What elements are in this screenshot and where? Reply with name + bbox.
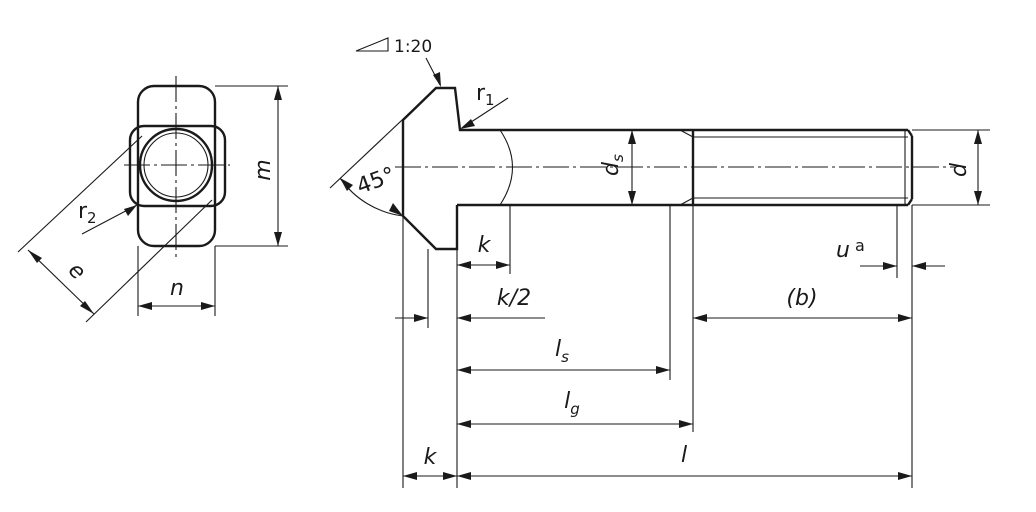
e-extension-upper	[17, 135, 143, 253]
d-arrow-top	[974, 130, 982, 144]
u-arrow-left	[883, 262, 897, 270]
k-bottom-label: k	[424, 445, 438, 470]
u-label-base: u	[836, 238, 850, 263]
ds-arrow-top	[628, 130, 636, 144]
ls-arrow-right	[656, 366, 670, 374]
k-bottom-arrow-left	[403, 472, 417, 480]
b-arrow-right	[898, 314, 912, 322]
m-label: m	[251, 159, 276, 180]
ls-label: ls	[555, 337, 569, 366]
n-arrow-right	[201, 302, 215, 310]
r1-label-sub: 1	[485, 91, 495, 109]
e-extension-lower	[85, 199, 213, 323]
k-half-arrow-left	[414, 314, 428, 322]
ds-arrow-bottom	[628, 191, 636, 205]
head-end-view: m n e r2	[17, 76, 288, 323]
u-label-sup: a	[855, 236, 865, 255]
b-label: (b)	[786, 286, 817, 311]
k-top-arrow-left	[457, 261, 471, 269]
d-label: d	[947, 162, 972, 177]
e-arrow-upper	[28, 250, 42, 263]
ls-label-sub: s	[561, 348, 569, 366]
l-arrow-right	[898, 472, 912, 480]
e-arrow-lower	[80, 301, 94, 314]
square-neck-outline	[128, 124, 227, 208]
lg-arrow-right	[679, 420, 693, 428]
lg-label-base: l	[564, 389, 570, 414]
head-outline	[401, 86, 468, 251]
angle-arrow-lower	[389, 203, 403, 216]
thread-start-bottom	[679, 197, 694, 206]
l-arrow-left	[457, 472, 471, 480]
k-top-arrow-right	[496, 261, 510, 269]
m-arrow-bottom	[274, 232, 282, 246]
r2-leader-arrow	[124, 205, 137, 216]
bolt-end-chamfer-bottom	[907, 198, 913, 206]
r2-label: r2	[78, 199, 97, 227]
m-arrow-top	[274, 86, 282, 100]
taper-leader-arrow	[433, 72, 441, 87]
d-arrow-bottom	[974, 191, 982, 205]
taper-symbol	[355, 37, 389, 52]
bolt-side-view: 1:20 r1 45° ds d	[329, 37, 990, 488]
k-bottom-arrow-right	[443, 472, 457, 480]
r1-label-base: r	[476, 81, 486, 106]
n-arrow-left	[138, 302, 152, 310]
n-label: n	[170, 276, 184, 301]
angle-arrow-upper	[340, 178, 353, 191]
k-top-label: k	[478, 233, 492, 258]
u-arrow-right	[912, 262, 926, 270]
l-label: l	[681, 443, 687, 468]
ds-label-sub: s	[609, 154, 627, 162]
r1-leader-arrow	[460, 119, 475, 129]
lg-label-sub: g	[570, 400, 580, 418]
k-half-arrow-right	[457, 314, 471, 322]
bolt-end-chamfer-top	[907, 129, 913, 137]
r1-label: r1	[476, 81, 495, 109]
taper-label: 1:20	[394, 37, 432, 57]
lg-label: lg	[564, 389, 580, 418]
lg-arrow-left	[457, 420, 471, 428]
ls-label-base: l	[555, 337, 561, 362]
angle-ext-upper	[329, 87, 437, 189]
b-arrow-left	[693, 314, 707, 322]
ds-label: ds	[599, 154, 627, 176]
e-label: e	[63, 258, 90, 285]
k-half-label: k/2	[497, 286, 531, 311]
thread-start-top	[679, 129, 694, 138]
angle-label: 45°	[354, 163, 399, 200]
ls-arrow-left	[457, 366, 471, 374]
r2-label-sub: 2	[87, 209, 97, 227]
r2-label-base: r	[78, 199, 88, 224]
ds-label-base: d	[599, 161, 624, 176]
